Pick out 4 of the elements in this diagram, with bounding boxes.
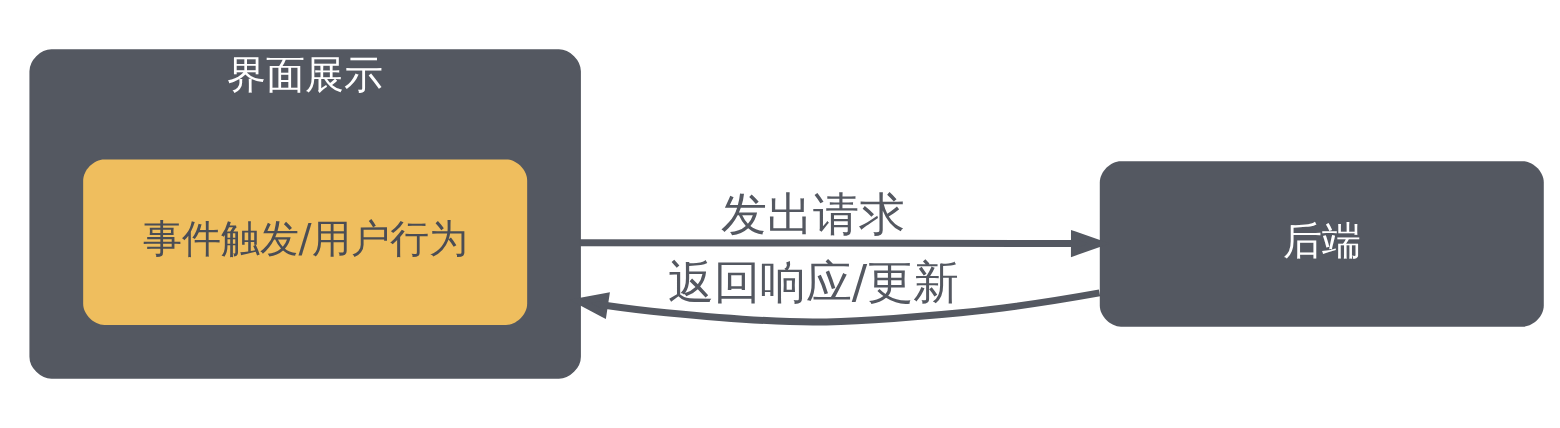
- edge-label: 返回响应/更新: [667, 255, 960, 310]
- node-box: 后端: [1099, 161, 1544, 327]
- edge-label: 发出请求: [721, 186, 906, 241]
- node-box: 事件触发/用户行为: [83, 159, 528, 325]
